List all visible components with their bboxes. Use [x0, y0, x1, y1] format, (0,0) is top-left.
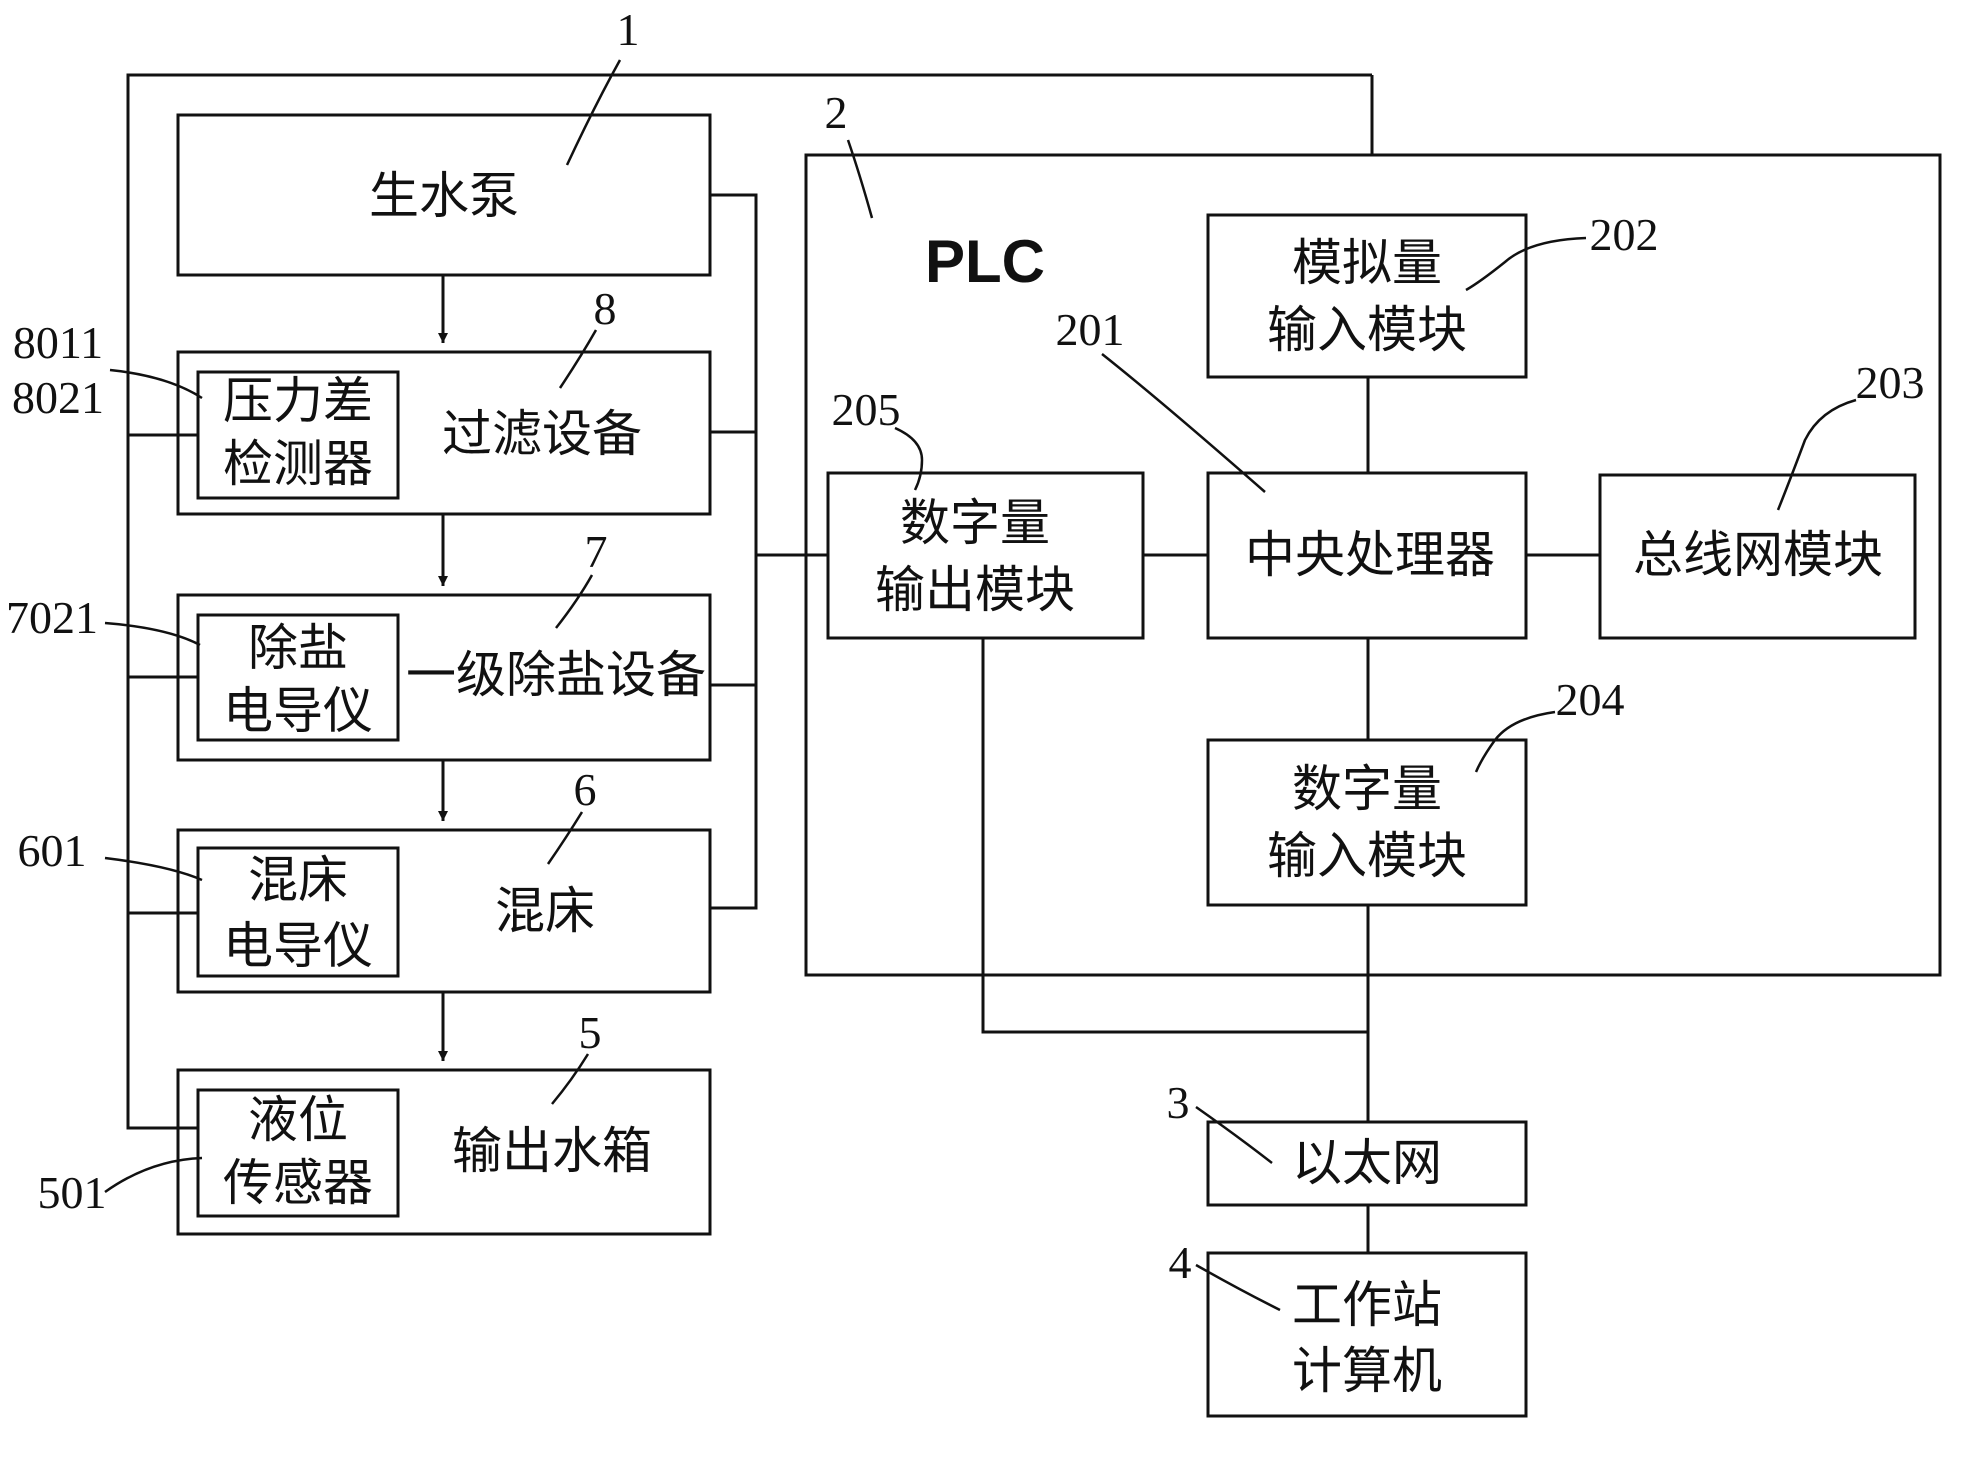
level-sensor-label-1: 液位	[248, 1091, 348, 1149]
mixed-bed-conductivity-label-1: 混床	[248, 851, 348, 909]
leader-203	[1776, 398, 1857, 511]
analog-input-label-2: 输入模块	[1267, 301, 1467, 359]
desal-conductivity-box	[196, 613, 400, 742]
analog-input-label-1: 模拟量	[1292, 234, 1442, 292]
ref-4: 4	[1169, 1237, 1192, 1288]
ref-8011: 8011	[13, 317, 103, 368]
leader-204	[1474, 710, 1556, 773]
digital-input-label-2: 输入模块	[1267, 827, 1467, 885]
ref-501: 501	[38, 1167, 107, 1218]
leader-205	[894, 426, 924, 491]
leader-3	[1195, 1105, 1273, 1164]
ref-7021: 7021	[6, 592, 98, 643]
digital-output-label-1: 数字量	[900, 494, 1050, 552]
mixed-bed-conductivity-box	[196, 846, 400, 978]
mixed-bed-conductivity-label-2: 电导仪	[223, 917, 373, 975]
ref-1: 1	[617, 4, 640, 55]
plc-boundary	[804, 153, 1942, 977]
ref-601: 601	[18, 825, 87, 876]
desal-conductivity-label-2: 电导仪	[223, 682, 373, 740]
ref-202: 202	[1590, 209, 1659, 260]
leader-7	[555, 574, 594, 629]
pressure-detector-box	[196, 370, 400, 500]
level-sensor-label-2: 传感器	[223, 1154, 373, 1212]
ref-2: 2	[825, 87, 848, 138]
collector-bus-line	[710, 193, 758, 910]
pressure-detector-label-1: 压力差	[223, 372, 373, 430]
leader-4	[1195, 1263, 1281, 1312]
ref-3: 3	[1167, 1077, 1190, 1128]
ref-205: 205	[832, 384, 901, 435]
desal-conductivity-label-1: 除盐	[248, 619, 348, 677]
workstation-box	[1206, 1251, 1528, 1418]
leader-2	[846, 139, 874, 219]
leader-202	[1465, 236, 1587, 292]
leader-6	[546, 811, 584, 865]
system-boundary-line	[126, 73, 1372, 1130]
leader-8	[558, 329, 598, 389]
digital-input-label-1: 数字量	[1292, 760, 1442, 818]
ref-201: 201	[1056, 304, 1125, 355]
workstation-label-2: 计算机	[1292, 1342, 1442, 1400]
ref-5: 5	[579, 1007, 602, 1058]
digital-output-label-2: 输出模块	[875, 561, 1075, 619]
output-tank-box	[176, 1068, 712, 1236]
leader-1	[565, 59, 622, 166]
bus-module-label: 总线网模块	[1633, 526, 1883, 584]
pressure-detector-label-2: 检测器	[223, 435, 373, 493]
output-tank-label: 输出水箱	[452, 1122, 652, 1180]
level-sensor-box	[196, 1088, 400, 1218]
ref-8021: 8021	[12, 372, 104, 423]
leader-8011	[109, 368, 203, 400]
raw-pump-label: 生水泵	[369, 167, 519, 225]
ref-203: 203	[1856, 357, 1925, 408]
leader-201	[1101, 353, 1266, 493]
ref-6: 6	[574, 764, 597, 815]
plc-label: PLC	[925, 228, 1045, 295]
workstation-label-1: 工作站	[1292, 1276, 1442, 1334]
ref-8: 8	[594, 283, 617, 334]
mixed-bed-label: 混床	[495, 882, 595, 940]
ref-7: 7	[585, 526, 608, 577]
leader-601	[104, 856, 203, 882]
digital-output-return-link	[981, 638, 1368, 1034]
leader-7021	[104, 621, 201, 647]
desalination-label: 一级除盐设备	[406, 646, 706, 704]
cpu-label: 中央处理器	[1245, 526, 1495, 584]
ethernet-label: 以太网	[1292, 1134, 1442, 1192]
leader-501	[104, 1156, 203, 1194]
filter-label: 过滤设备	[442, 405, 642, 463]
ref-204: 204	[1556, 674, 1625, 725]
leader-5	[551, 1053, 590, 1105]
